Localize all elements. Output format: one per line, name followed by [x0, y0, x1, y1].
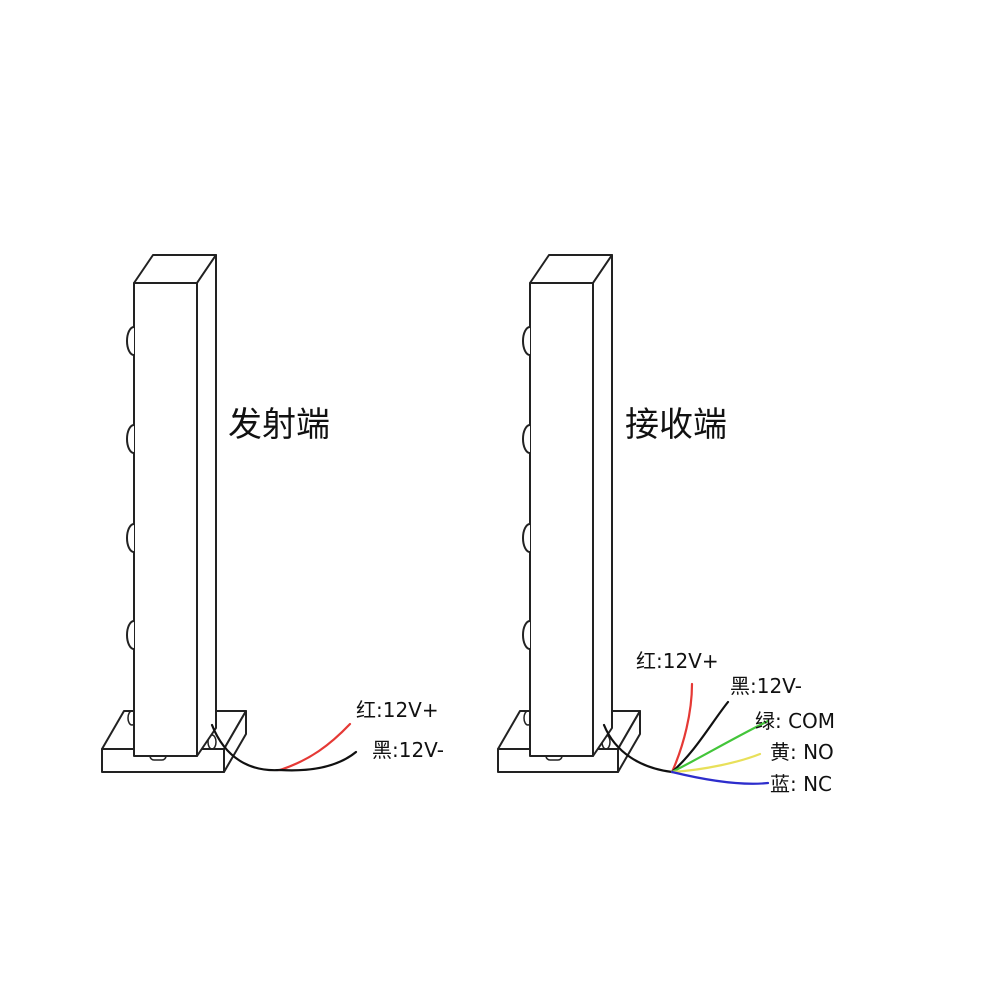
receiver-post: [529, 254, 613, 757]
emitter-lens-4: [126, 620, 135, 650]
receiver-wire-label-green: 绿: COM: [755, 709, 835, 733]
receiver-wire-black: [670, 700, 730, 774]
emitter-lens-2: [126, 424, 135, 454]
receiver-wire-blue: [670, 770, 770, 785]
receiver-wire-label-yellow: 黄: NO: [770, 740, 834, 764]
emitter-wire-red: [278, 722, 352, 772]
receiver-wire-label-blue: 蓝: NC: [770, 772, 832, 796]
emitter-post: [133, 254, 217, 757]
receiver-lens-2: [522, 424, 531, 454]
receiver-wire-label-black: 黑:12V-: [730, 674, 802, 698]
receiver-wire-label-red: 红:12V+: [636, 649, 719, 673]
receiver-lens-3: [522, 523, 531, 553]
receiver-wires: [602, 682, 770, 785]
receiver-column: 接收端 红:12V+ 黑:12V- 绿: COM 黄: NO 蓝: NC: [497, 254, 835, 796]
emitter-wire-label-black: 黑:12V-: [372, 738, 444, 762]
receiver-lenses: [522, 326, 531, 650]
emitter-wire-black: [278, 750, 358, 772]
emitter-title: 发射端: [228, 405, 330, 445]
emitter-lenses: [126, 326, 135, 650]
receiver-wire-red: [670, 682, 694, 774]
receiver-lens-4: [522, 620, 531, 650]
receiver-wire-yellow: [670, 752, 762, 774]
emitter-wires: [210, 722, 358, 772]
emitter-wire-label-red: 红:12V+: [356, 698, 439, 722]
receiver-title: 接收端: [625, 405, 727, 445]
receiver-lens-1: [522, 326, 531, 356]
receiver-wire-green: [670, 719, 770, 774]
emitter-lens-1: [126, 326, 135, 356]
emitter-column: 发射端 红:12V+ 黑:12V-: [101, 254, 444, 773]
emitter-lens-3: [126, 523, 135, 553]
